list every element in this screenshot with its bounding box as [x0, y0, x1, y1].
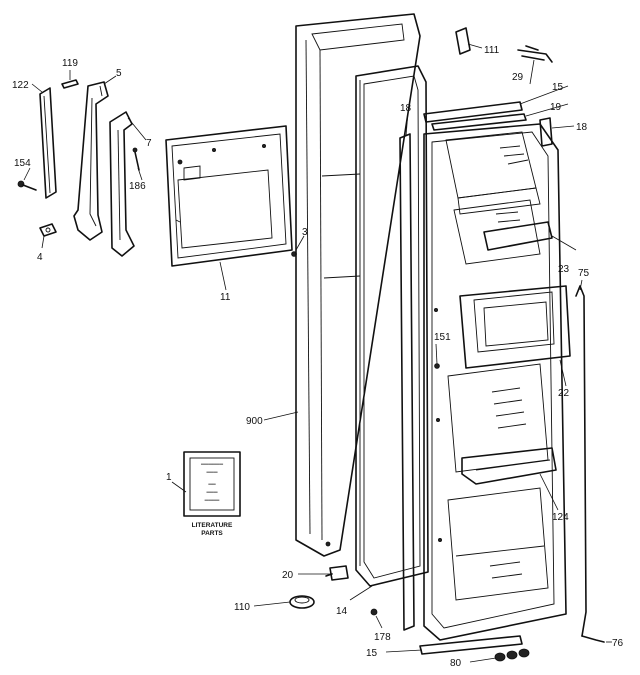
leader-lines: [23, 43, 612, 663]
callout-4: 4: [37, 252, 43, 263]
callout-29: 29: [512, 72, 524, 83]
part-122-handle-trim: [39, 87, 57, 199]
part-111-tab: [455, 27, 471, 55]
callout-18-right: 18: [576, 122, 588, 133]
part-75-rod: [575, 285, 605, 643]
part-1-literature-booklet: ══════ ═══ ══ ═══ ════ LITERATURE PARTS: [183, 451, 241, 537]
callout-186: 186: [129, 181, 146, 192]
part-29-wire-harness: [517, 45, 553, 63]
callout-14: 14: [336, 606, 348, 617]
part-80-rollers: [494, 648, 530, 662]
callout-119: 119: [62, 58, 78, 69]
callout-20: 20: [282, 570, 294, 581]
callout-900: 900: [246, 416, 263, 427]
part-7-handle-bracket: [109, 111, 135, 257]
part-178-screw: [370, 608, 378, 616]
literature-label-line2: PARTS: [201, 530, 223, 537]
part-14-gasket: [355, 65, 429, 587]
callout-80: 80: [450, 658, 462, 669]
literature-label-line1: LITERATURE: [192, 522, 233, 529]
inner-door-liner: [423, 123, 571, 641]
part-4-spacer: [39, 223, 57, 237]
callout-22: 22: [558, 388, 570, 399]
part-5-door-handle: [73, 81, 109, 241]
part-19-strip: [431, 113, 527, 131]
part-186-pin: [132, 147, 140, 171]
part-18-right-bracket: [539, 117, 553, 147]
callout-154: 154: [14, 158, 31, 169]
callout-7: 7: [146, 138, 152, 149]
callout-15-bottom: 15: [366, 648, 378, 659]
svg-text:════: ════: [204, 498, 220, 504]
part-154-screw: [17, 180, 37, 191]
callout-151: 151: [434, 332, 451, 343]
callout-5: 5: [116, 68, 122, 79]
callout-124: 124: [552, 512, 569, 523]
callout-3: 3: [302, 227, 308, 238]
part-119-clip: [61, 79, 79, 89]
svg-text:═══: ═══: [205, 490, 217, 496]
callout-122: 122: [12, 80, 29, 91]
svg-text:══════: ══════: [200, 462, 223, 468]
part-15-bottom-strip: [419, 635, 523, 655]
part-20-hinge-pin: [325, 565, 349, 581]
svg-text:═══: ═══: [205, 470, 217, 476]
part-110-cap: [289, 595, 315, 609]
svg-text:══: ══: [207, 482, 216, 488]
callout-75: 75: [578, 268, 590, 279]
part-151-screw: [434, 363, 440, 369]
callout-76: 76: [612, 638, 624, 649]
callout-11: 11: [220, 292, 231, 303]
callout-178: 178: [374, 632, 391, 643]
callout-110: 110: [234, 602, 250, 613]
callout-18-mid: 18: [400, 103, 412, 114]
part-18-vertical-strip: [399, 133, 415, 631]
callout-labels: 122 119 5 154 4 7 186 3 11 111 29 15 19 …: [12, 45, 624, 669]
callout-19: 19: [550, 102, 562, 113]
callout-23: 23: [558, 264, 570, 275]
callout-111: 111: [484, 45, 500, 56]
part-15-top-strip: [423, 101, 523, 123]
callout-1: 1: [166, 472, 172, 483]
callout-15-top: 15: [552, 82, 564, 93]
part-900-outer-door: [295, 13, 421, 557]
part-11-control-housing: [165, 125, 293, 267]
